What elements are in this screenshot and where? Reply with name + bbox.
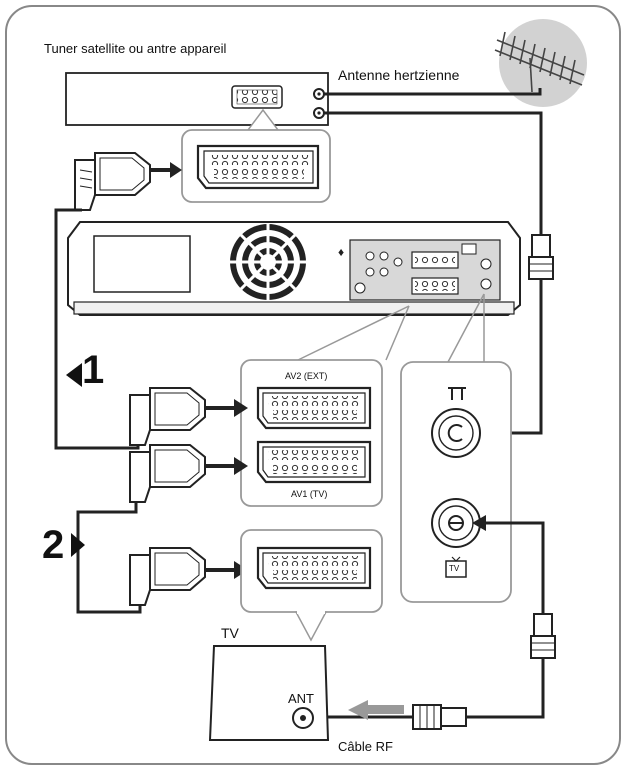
av-zoom-box [240,359,383,507]
cable-rf-label: Câble RF [338,739,393,754]
scart-plug-3 [129,444,206,503]
tuner-box [65,72,329,126]
step1-arrow [66,363,82,387]
scart-plug-2 [129,387,206,446]
antenna-label: Antenne hertzienne [336,67,462,83]
scart-connector-av2 [256,386,372,430]
scart-plug-4 [129,547,206,606]
scart-connector-tv [256,546,372,590]
step2-arrow [71,533,85,557]
av1-label: AV1 (TV) [291,489,328,499]
svg-text:♦: ♦ [338,245,344,259]
scart-connector-av1 [256,440,372,484]
tv-label: TV [221,625,239,641]
av2-label: AV2 (EXT) [285,371,328,381]
step2-number: 2 [42,523,65,567]
recorder-rear-panel: ♦ [67,221,521,316]
step1-number: 1 [82,348,105,392]
rf-plug-top [528,234,554,280]
rf-direction-arrow [366,705,404,714]
tuner-label: Tuner satellite ou antre appareil [44,41,227,56]
tv-icon-text: TV [449,564,460,573]
scart-plug-1 [74,152,151,211]
rf-plug-bottom [530,613,556,659]
ant-label: ANT [288,691,314,706]
antenna [494,19,587,107]
scart-connector-tuner-zoom [196,144,320,190]
rf-plug-horizontal [412,704,467,730]
tv-set [208,645,330,741]
rf-zoom-box [400,361,512,603]
